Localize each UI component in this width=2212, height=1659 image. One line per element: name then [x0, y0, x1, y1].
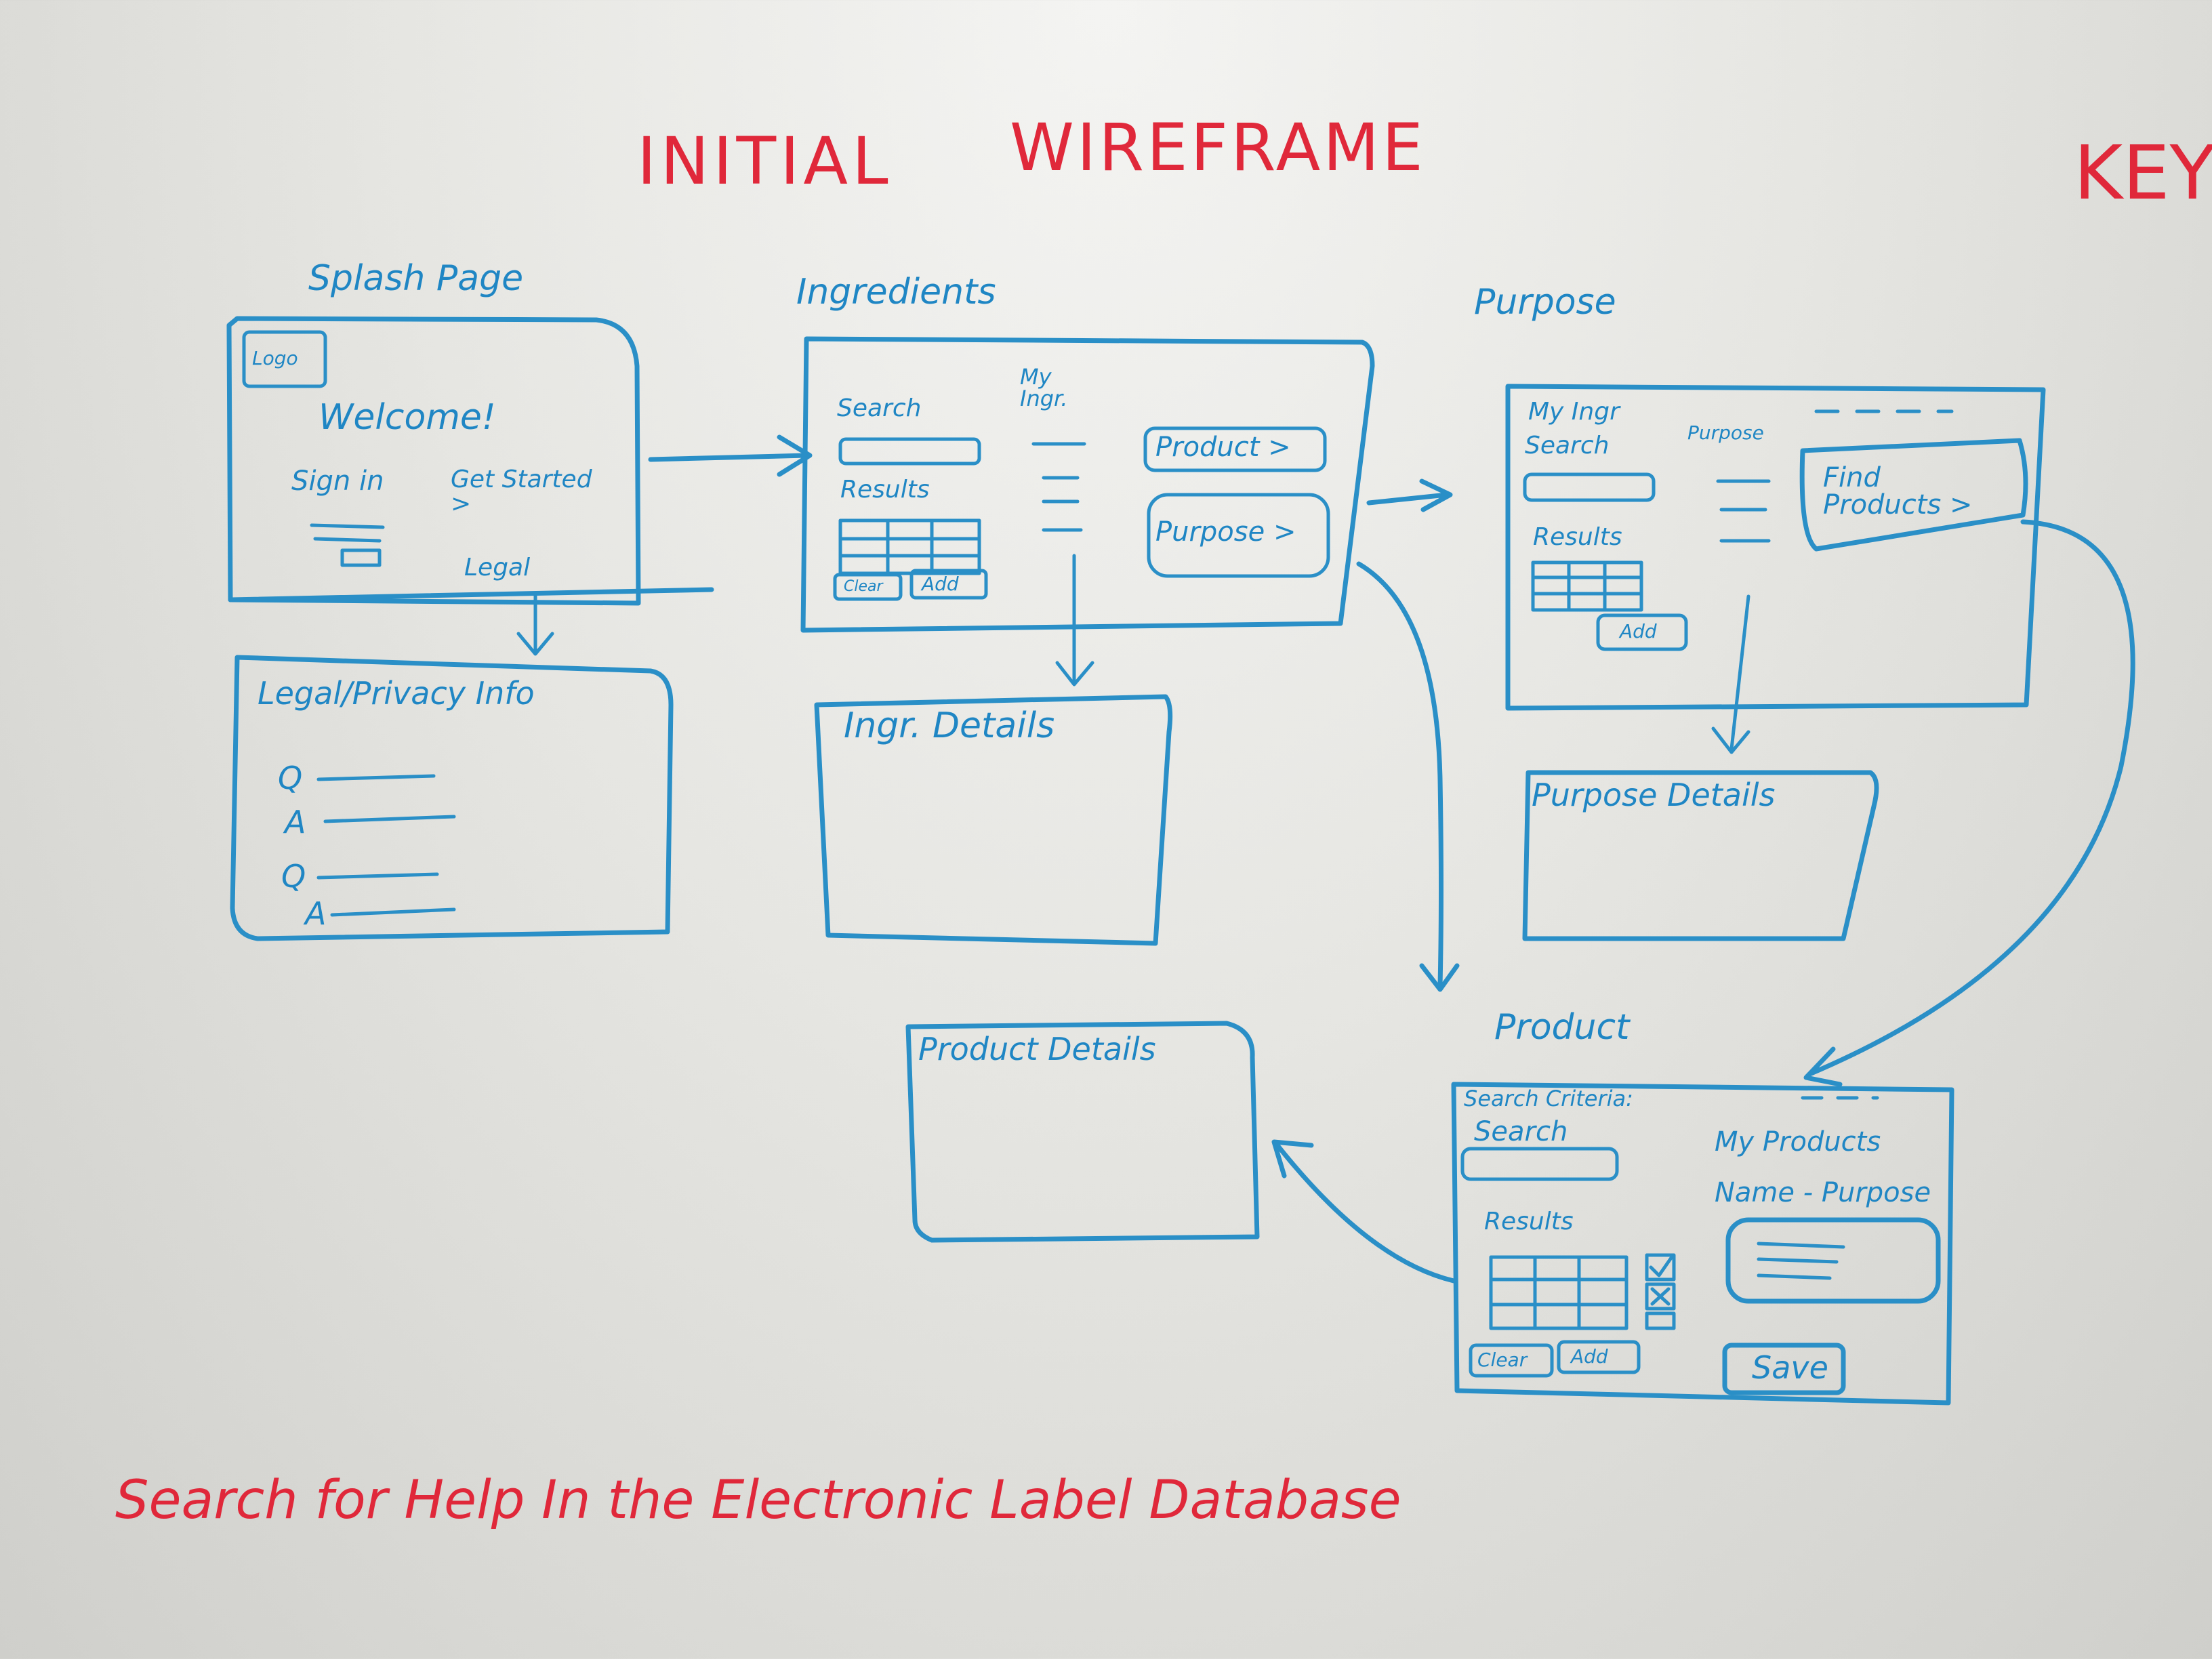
ingredients-results-label: Results — [840, 476, 930, 504]
product-save-button-box — [1722, 1343, 1846, 1395]
product-details-frame — [905, 1021, 1260, 1243]
ingredients-add-button[interactable]: Add — [922, 573, 959, 595]
ingredients-clear-button[interactable]: Clear — [844, 578, 883, 595]
footer-text: Search for Help In the Electronic Label … — [115, 1470, 1401, 1531]
splash-bottom-divider — [228, 587, 714, 602]
purpose-my-ingr: My Ingr — [1528, 398, 1620, 426]
ingredients-search-label: Search — [837, 394, 922, 422]
arrow-splash-to-legal — [516, 591, 554, 656]
legal-q2: Q — [281, 858, 306, 895]
product-details-title: Product Details — [918, 1031, 1156, 1067]
purpose-frame — [1505, 384, 2046, 711]
product-checkbox — [1645, 1311, 1676, 1330]
product-save-button[interactable]: Save — [1752, 1349, 1828, 1386]
product-name-purpose-box — [1725, 1217, 1941, 1304]
product-checkbox — [1645, 1282, 1676, 1311]
arrow-purpose-to-details — [1711, 594, 1750, 754]
purpose-details-frame — [1522, 770, 1879, 941]
product-my-products: My Products — [1715, 1126, 1881, 1158]
splash-page-frame — [226, 316, 641, 606]
purpose-find-products-box — [1799, 438, 2028, 552]
arrow-ingredients-to-product — [1356, 561, 1460, 992]
ingredients-purpose-button-box — [1147, 493, 1330, 578]
ingredients-product-button[interactable]: Product > — [1155, 432, 1291, 463]
product-search-criteria: Search Criteria: — [1464, 1086, 1633, 1111]
ingredients-my-ingr: My Ingr. — [1020, 364, 1068, 411]
purpose-results-label: Results — [1533, 523, 1622, 551]
product-checkbox — [1645, 1253, 1676, 1282]
product-heading: Product — [1494, 1007, 1630, 1048]
product-checkbox-mark — [1649, 1256, 1673, 1277]
purpose-search-box — [1523, 472, 1656, 502]
legal-a2-line — [330, 907, 456, 917]
legal-a2: A — [305, 895, 327, 932]
splash-signin-button — [340, 548, 382, 567]
purpose-heading: Purpose — [1474, 282, 1616, 323]
product-results-label: Results — [1484, 1208, 1574, 1235]
splash-legal-link[interactable]: Legal — [464, 554, 531, 581]
key-label: KEY — [2074, 129, 2212, 216]
name-purpose-line — [1757, 1273, 1832, 1280]
purpose-purpose-label: Purpose — [1687, 422, 1764, 444]
splash-logo: Logo — [252, 347, 298, 369]
purpose-add-button-box — [1596, 613, 1688, 651]
splash-heading: Splash Page — [308, 258, 524, 299]
arrow-ingredients-to-details — [1055, 554, 1094, 687]
splash-welcome: Welcome! — [319, 397, 496, 438]
ingredients-results-grid — [838, 518, 981, 575]
legal-a1: A — [285, 804, 306, 840]
splash-logo-box — [242, 330, 327, 388]
ingr-details-frame — [814, 694, 1173, 946]
product-results-grid — [1489, 1255, 1629, 1330]
product-clear-button-box — [1469, 1343, 1554, 1378]
title-initial: INITIAL — [637, 123, 893, 199]
arrow-splash-to-ingredients — [648, 434, 813, 477]
name-purpose-line — [1757, 1257, 1839, 1264]
legal-q1: Q — [278, 760, 303, 796]
product-search-box — [1460, 1147, 1619, 1181]
name-purpose-line — [1757, 1242, 1845, 1249]
product-name-purpose: Name - Purpose — [1715, 1177, 1931, 1208]
ingredients-heading: Ingredients — [796, 272, 996, 312]
legal-q1-line — [316, 774, 436, 781]
product-clear-button[interactable]: Clear — [1477, 1349, 1528, 1371]
ingredients-purpose-button[interactable]: Purpose > — [1155, 516, 1296, 548]
product-search-label: Search — [1474, 1116, 1568, 1147]
splash-get-started[interactable]: Get Started > — [451, 466, 592, 518]
legal-q2-line — [316, 872, 439, 880]
arrow-product-to-details — [1271, 1139, 1456, 1284]
purpose-search-label: Search — [1525, 432, 1610, 459]
legal-frame — [230, 655, 674, 941]
splash-signin-field-1 — [310, 523, 385, 529]
purpose-results-grid — [1531, 560, 1643, 612]
legal-title: Legal/Privacy Info — [258, 675, 535, 712]
splash-signin-field-2 — [313, 537, 382, 543]
ingr-details-title: Ingr. Details — [844, 705, 1055, 746]
ingredients-add-button-box — [909, 569, 988, 600]
purpose-find-products-button[interactable]: Find Products > — [1823, 462, 1973, 520]
product-checkbox-x — [1650, 1287, 1671, 1306]
legal-a1-line — [323, 815, 456, 823]
ingredients-frame — [800, 336, 1375, 633]
product-add-button[interactable]: Add — [1571, 1345, 1608, 1368]
product-add-button-box — [1557, 1340, 1641, 1374]
splash-signin[interactable]: Sign in — [291, 466, 384, 497]
arrow-purpose-to-product — [1803, 519, 2135, 1087]
ingredients-clear-button-box — [833, 573, 903, 601]
ingredients-product-button-box — [1143, 426, 1327, 472]
title-wireframe: WIREFRAME — [1010, 110, 1426, 186]
arrow-ingredients-to-purpose — [1366, 478, 1453, 512]
purpose-details-title: Purpose Details — [1532, 777, 1776, 813]
ingredients-search-box — [838, 437, 981, 466]
product-frame — [1451, 1082, 1954, 1406]
purpose-add-button[interactable]: Add — [1620, 620, 1657, 642]
